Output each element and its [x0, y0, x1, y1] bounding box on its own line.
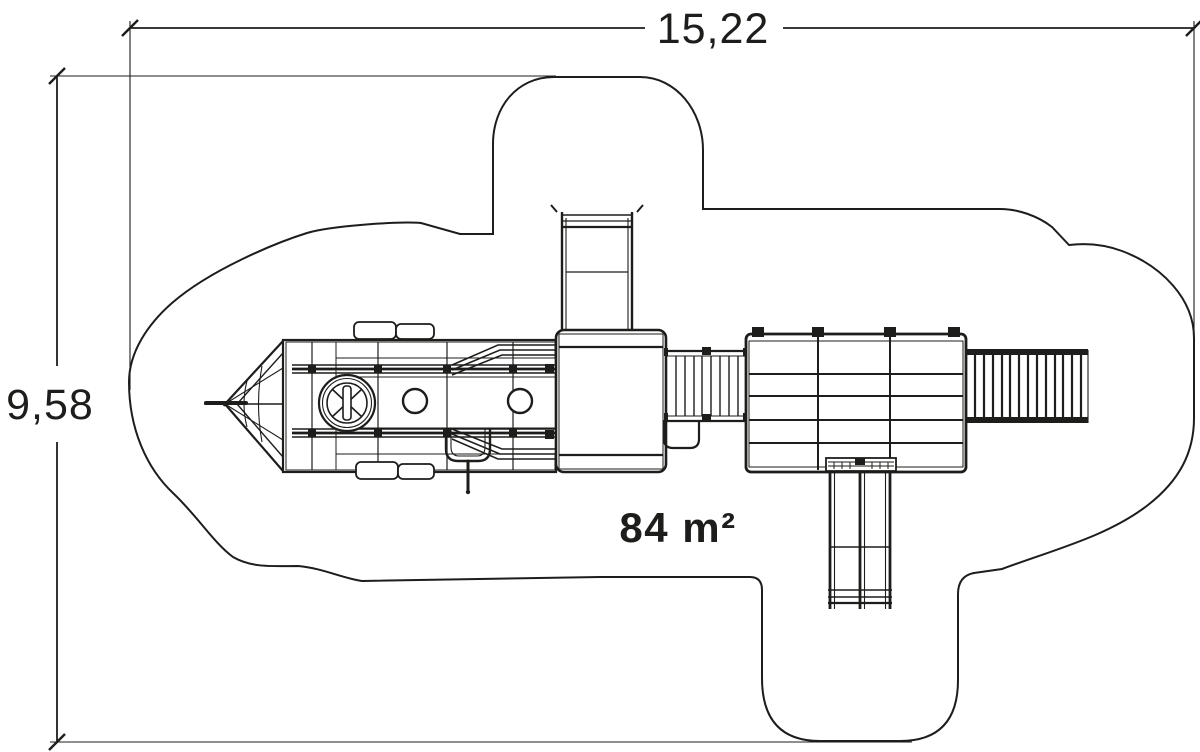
railing-post — [509, 429, 517, 437]
porthole — [401, 387, 429, 415]
area-label: 84 m² — [619, 504, 736, 551]
platform-post — [812, 327, 824, 337]
height-dimension-label: 9,58 — [6, 381, 94, 429]
wheel-hub — [342, 385, 352, 421]
railing-post — [443, 365, 451, 373]
railing-post — [374, 365, 382, 373]
stern-ramp-lines — [451, 344, 556, 460]
top-dimension: 15,22 — [121, 5, 1200, 390]
firepole — [444, 428, 492, 495]
connector — [545, 430, 554, 439]
ship-structure — [204, 321, 558, 495]
top-slide — [560, 212, 634, 332]
double-slide — [828, 472, 892, 609]
rail-end — [664, 413, 668, 421]
slide-lip — [636, 204, 644, 213]
platform-post — [948, 327, 960, 337]
deck-boxes — [353, 321, 435, 480]
bridge-balusters — [675, 356, 739, 416]
rail-end — [664, 348, 668, 356]
central-tower — [550, 204, 701, 474]
net-anchor — [222, 401, 228, 407]
left-dimension: 9,58 — [6, 67, 912, 751]
railing-post — [374, 429, 382, 437]
climbing-ramp — [966, 349, 1089, 423]
railing-post — [308, 365, 316, 373]
steering-wheel — [317, 373, 377, 433]
rail-knob — [702, 414, 711, 422]
platform-outline — [744, 332, 968, 474]
railing-post — [509, 365, 517, 373]
safety-surface-outline — [127, 76, 1195, 742]
tower-outline — [554, 328, 668, 474]
ramp-rail — [966, 349, 1088, 355]
porthole — [506, 387, 534, 415]
entry-bracket — [662, 420, 701, 450]
slide-entry — [825, 457, 897, 472]
railing-post — [308, 429, 316, 437]
ramp-rungs — [973, 355, 1083, 417]
bridge — [664, 347, 747, 423]
platform-post — [752, 327, 764, 337]
width-dimension-label: 15,22 — [657, 5, 770, 53]
tower-planks — [558, 333, 664, 470]
rail-knob — [702, 347, 711, 355]
ramp-rail — [966, 417, 1088, 423]
connector — [545, 364, 554, 373]
slide-lip — [550, 204, 558, 213]
side-platform — [744, 327, 968, 474]
platform-post — [884, 327, 896, 337]
